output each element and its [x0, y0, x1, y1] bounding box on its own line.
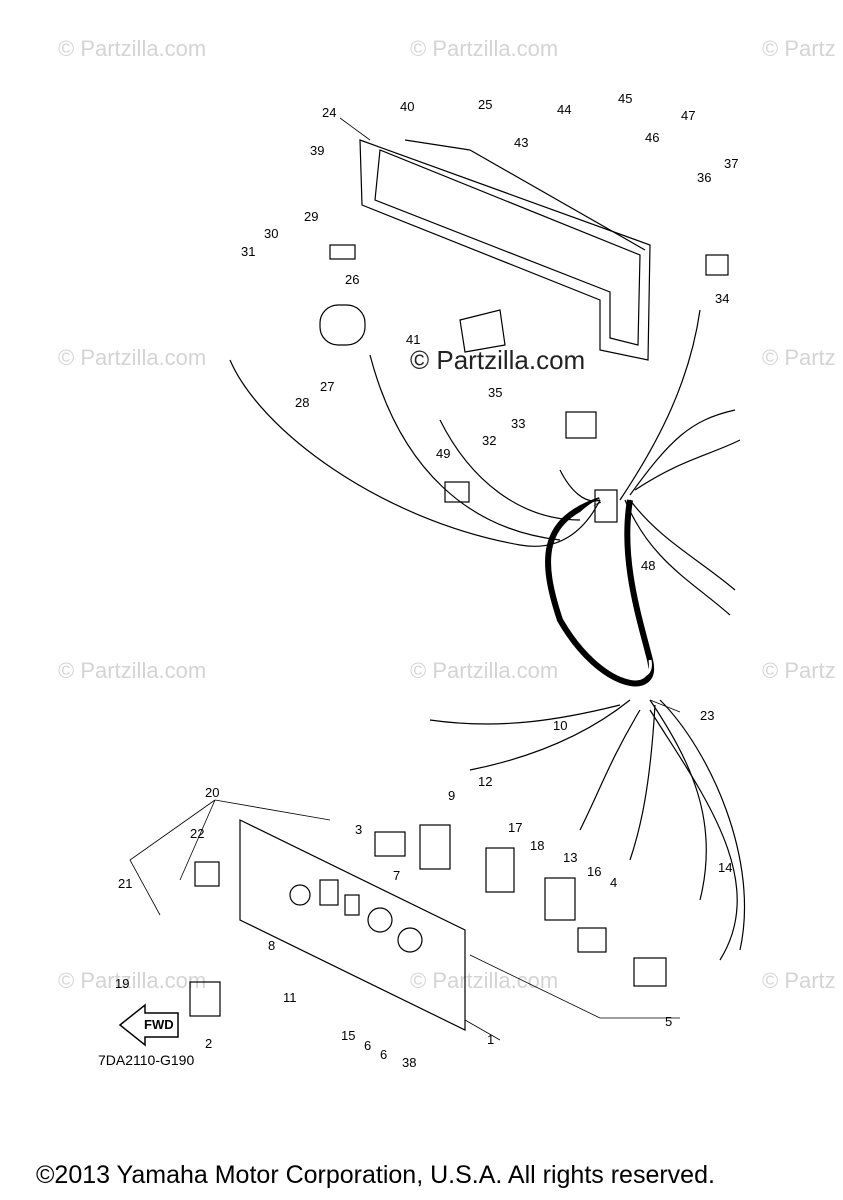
control-panel — [239, 819, 466, 1031]
switch-block — [459, 309, 506, 353]
callout-48: 48 — [641, 558, 655, 573]
watermark: © Partz — [762, 658, 836, 683]
watermark: © Partzilla.com — [58, 658, 207, 683]
callout-22: 22 — [190, 826, 204, 841]
callout-19: 19 — [115, 976, 129, 991]
callout-34: 34 — [715, 291, 729, 306]
callout-20: 20 — [205, 785, 219, 800]
callout-40: 40 — [400, 99, 414, 114]
callout-25: 25 — [478, 97, 492, 112]
center-watermark: © Partzilla.com — [410, 345, 586, 375]
watermark: © Partzilla.com — [410, 36, 559, 61]
watermark: © Partz — [762, 36, 836, 61]
callout-8: 8 — [268, 938, 275, 953]
callout-45: 45 — [618, 91, 632, 106]
callout-47: 47 — [681, 108, 695, 123]
switch-2 — [189, 981, 221, 1017]
callout-39: 39 — [310, 143, 324, 158]
connector-34 — [565, 411, 597, 439]
callout-30: 30 — [264, 226, 278, 241]
copyright-notice: ©2013 Yamaha Motor Corporation, U.S.A. A… — [36, 1161, 715, 1189]
watermark: © Partzilla.com — [58, 36, 207, 61]
callout-29: 29 — [304, 209, 318, 224]
callout-26: 26 — [345, 272, 359, 287]
watermark: © Partzilla.com — [58, 345, 207, 370]
callout-35: 35 — [488, 385, 502, 400]
callout-12: 12 — [478, 774, 492, 789]
watermark: © Partzilla.com — [410, 968, 559, 993]
callout-37: 37 — [724, 156, 738, 171]
callout-41: 41 — [406, 332, 420, 347]
label-plate — [329, 244, 356, 260]
callout-6: 6 — [380, 1047, 387, 1062]
callout-15: 15 — [341, 1028, 355, 1043]
callout-28: 28 — [295, 395, 309, 410]
callout-31: 31 — [241, 244, 255, 259]
callout-49: 49 — [436, 446, 450, 461]
meter-housing — [359, 139, 651, 361]
switch-7 — [374, 831, 406, 857]
breaker-4 — [577, 927, 607, 953]
connector-35 — [705, 254, 729, 276]
receptacle-17 — [485, 847, 515, 893]
callout-44: 44 — [557, 102, 571, 117]
callout-21: 21 — [118, 876, 132, 891]
callout-11: 11 — [283, 990, 297, 1005]
callout-24: 24 — [322, 105, 336, 120]
fwd-label: FWD — [144, 1017, 174, 1032]
watermark: © Partzilla.com — [410, 658, 559, 683]
watermark: © Partz — [762, 345, 836, 370]
switch-23 — [194, 861, 220, 887]
callout-32: 32 — [482, 433, 496, 448]
callout-1: 1 — [487, 1032, 494, 1047]
watermark: © Partz — [762, 968, 836, 993]
connector-50 — [444, 481, 470, 503]
callout-18: 18 — [530, 838, 544, 853]
fwd-arrow — [118, 1003, 179, 1047]
callout-38: 38 — [402, 1055, 416, 1070]
callout-6: 6 — [364, 1038, 371, 1053]
receptacle-13 — [544, 877, 576, 921]
callout-14: 14 — [718, 860, 732, 875]
callout-17: 17 — [508, 820, 522, 835]
relay-5 — [633, 957, 667, 987]
callout-7: 7 — [393, 868, 400, 883]
wire-harness — [545, 497, 655, 687]
callout-23: 23 — [700, 708, 714, 723]
callout-2: 2 — [205, 1036, 212, 1051]
watermark: © Partzilla.com — [58, 968, 207, 993]
buzzer — [319, 304, 366, 346]
callout-46: 46 — [645, 130, 659, 145]
callout-10: 10 — [553, 718, 567, 733]
callout-9: 9 — [448, 788, 455, 803]
callout-43: 43 — [514, 135, 528, 150]
callout-27: 27 — [320, 379, 334, 394]
callout-13: 13 — [563, 850, 577, 865]
grommet — [594, 489, 618, 523]
callout-33: 33 — [511, 416, 525, 431]
diagram-code: 7DA2110-G190 — [98, 1052, 195, 1068]
callout-4: 4 — [610, 875, 617, 890]
callout-36: 36 — [697, 170, 711, 185]
callout-labels: 1234566789101112131415161718192021222324… — [115, 91, 738, 1070]
callout-16: 16 — [587, 864, 601, 879]
outlet-9 — [419, 824, 451, 870]
callout-5: 5 — [665, 1014, 672, 1029]
callout-3: 3 — [355, 822, 362, 837]
